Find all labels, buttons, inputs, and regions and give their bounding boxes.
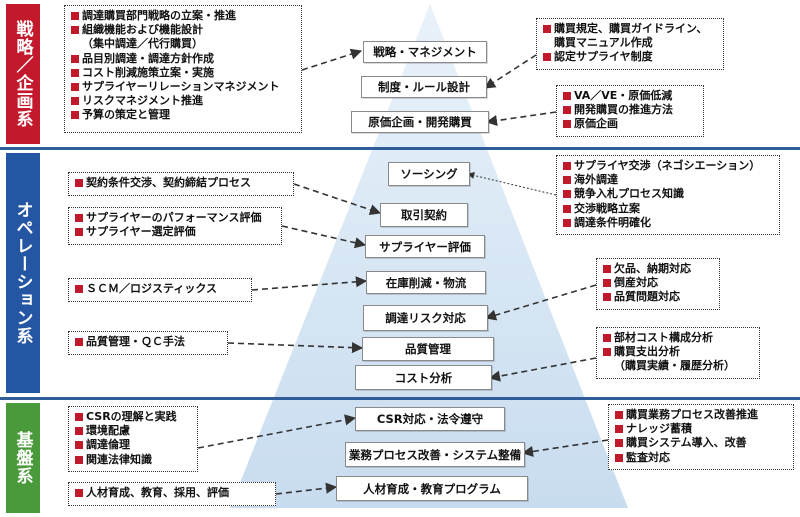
node-system-rule-design: 制度・ルール設計 (361, 76, 487, 98)
connector-arrow (488, 357, 597, 382)
connector-arrow (275, 482, 338, 495)
connector-arrow (521, 439, 609, 458)
detail-item: 調達購買部門戦略の立案・推進 (71, 9, 295, 23)
connector-arrow (484, 54, 537, 89)
detail-box-negotiation: サプライヤ交渉（ネゴシエーション） 海外調達 競争入札プロセス知識 交渉戦略立案… (556, 155, 780, 235)
connector-arrow (281, 225, 367, 249)
detail-item: 倒産対応 (603, 276, 713, 290)
node-quality-management: 品質管理 (362, 337, 494, 361)
detail-item: 購買業務プロセス改善推進 (615, 408, 787, 422)
detail-item: 購買マニュアル作成 (554, 36, 653, 50)
detail-item: 予算の策定と管理 (71, 108, 295, 122)
detail-item: 組織機能および機能設計 (71, 23, 295, 37)
detail-item: （購買実績・履歴分析） (614, 359, 735, 373)
section-separator (0, 147, 800, 150)
detail-box-rules: 購買規定、購買ガイドライン、 購買マニュアル作成 認定サプライヤ制度 (536, 18, 724, 70)
detail-item: ナレッジ蓄積 (615, 422, 787, 436)
detail-item: 認定サプライヤ制度 (543, 50, 717, 64)
detail-item: 環境配慮 (75, 424, 191, 438)
detail-item: 契約条件交渉、契約締結プロセス (75, 176, 287, 190)
detail-item: ＳＣＭ／ロジスティックス (75, 282, 245, 296)
detail-item: 交渉戦略立案 (563, 202, 773, 216)
detail-box-csr: CSRの理解と実践 環境配慮 調達倫理 関連法律知識 (68, 406, 198, 472)
detail-item: 開発購買の推進方法 (563, 103, 697, 117)
detail-item: 品目別調達・調達方針作成 (71, 52, 295, 66)
detail-box-vave: VA／VE・原価低減 開発購買の推進方法 原価企画 (556, 85, 704, 137)
detail-box-process: 購買業務プロセス改善推進 ナレッジ蓄積 購買システム導入、改善 監査対応 (608, 404, 794, 470)
node-sourcing: ソーシング (388, 162, 470, 186)
detail-box-risk: 欠品、納期対応 倒産対応 品質問題対応 (596, 258, 720, 310)
node-inventory-logistics: 在庫削減・物流 (366, 271, 486, 294)
node-csr-compliance: CSR対応・法令遵守 (355, 407, 505, 431)
detail-box-hr: 人材育成、教育、採用、評価 (68, 482, 276, 506)
node-process-improvement: 業務プロセス改善・システム整備 (345, 442, 525, 467)
detail-box-quality: 品質管理・ＱＣ手法 (68, 331, 228, 355)
connector-arrow (293, 183, 382, 216)
detail-box-contract: 契約条件交渉、契約締結プロセス (68, 172, 294, 196)
node-cost-analysis: コスト分析 (355, 365, 492, 390)
connector-arrow (484, 284, 597, 321)
detail-item: リスクマネジメント推進 (71, 94, 295, 108)
node-risk-response: 調達リスク対応 (363, 305, 488, 331)
detail-item: 部材コスト構成分析 (603, 331, 753, 345)
detail-item: 購買規定、購買ガイドライン、 (543, 22, 717, 36)
section-separator (0, 397, 800, 400)
detail-item: サプライヤー選定評価 (75, 225, 275, 239)
node-contract: 取引契約 (380, 203, 468, 227)
detail-item: 品質管理・ＱＣ手法 (75, 335, 221, 349)
category-strategy: 戦略／企画系 (6, 4, 40, 144)
connector-arrow (467, 172, 557, 196)
detail-item: 欠品、納期対応 (603, 262, 713, 276)
detail-item: 購買支出分析 (603, 345, 753, 359)
detail-item: 競争入札プロセス知識 (563, 187, 773, 201)
detail-item: サプライヤーリレーションマネジメント (71, 80, 295, 94)
detail-item: 監査対応 (615, 451, 787, 465)
node-hr-training: 人材育成・教育プログラム (336, 476, 528, 501)
node-cost-planning: 原価企画・開発購買 (351, 111, 489, 133)
detail-box-supplier: サプライヤーのパフォーマンス評価 サプライヤー選定評価 (68, 207, 282, 245)
connector-arrow (301, 48, 363, 71)
detail-item: コスト削減施策立案・実施 (71, 66, 295, 80)
category-foundation: 基盤系 (6, 403, 40, 513)
detail-item: 関連法律知識 (75, 453, 191, 467)
detail-item: CSRの理解と実践 (75, 410, 191, 424)
detail-box-strategy: 調達購買部門戦略の立案・推進 組織機能および機能設計 （集中調達／代行購買） 品… (64, 5, 302, 133)
detail-box-scm: ＳＣＭ／ロジスティックス (68, 278, 252, 302)
connector-arrow (485, 111, 557, 127)
node-strategy-management: 戦略・マネジメント (363, 41, 487, 63)
detail-item: サプライヤーのパフォーマンス評価 (75, 211, 275, 225)
detail-item: 原価企画 (563, 117, 697, 131)
detail-item: 購買システム導入、改善 (615, 436, 787, 450)
node-supplier-evaluation: サプライヤー評価 (365, 235, 485, 258)
connector-lines (197, 48, 609, 495)
connector-arrow (251, 276, 368, 291)
connector-arrow (227, 342, 364, 354)
detail-item: （集中調達／代行購買） (82, 37, 203, 51)
detail-item: サプライヤ交渉（ネゴシエーション） (563, 159, 773, 173)
detail-item: 調達条件明確化 (563, 216, 773, 230)
category-operation: オペレーション系 (6, 153, 40, 393)
detail-item: 海外調達 (563, 173, 773, 187)
detail-item: 人材育成、教育、採用、評価 (75, 486, 269, 500)
detail-item: VA／VE・原価低減 (563, 89, 697, 103)
detail-item: 調達倫理 (75, 438, 191, 452)
detail-item: 品質問題対応 (603, 290, 713, 304)
connector-arrow (197, 414, 357, 449)
detail-box-cost: 部材コスト構成分析 購買支出分析 （購買実績・履歴分析） (596, 327, 760, 379)
